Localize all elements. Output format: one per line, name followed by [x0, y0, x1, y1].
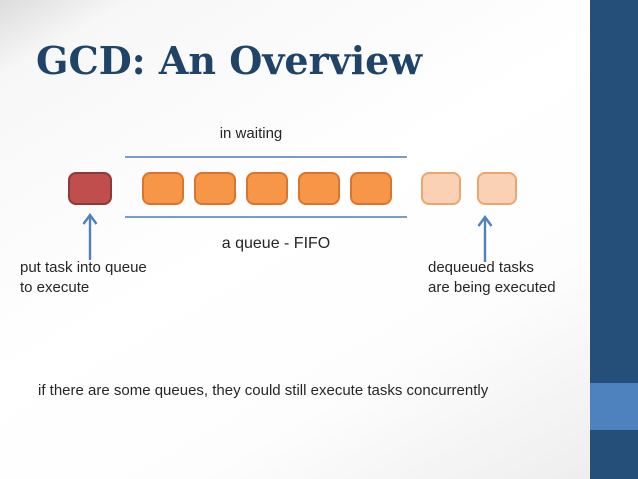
queue-bottom-line: [125, 216, 407, 218]
caption-dequeue: dequeued tasks are being executed: [428, 258, 556, 298]
label-queue-fifo: a queue - FIFO: [221, 235, 331, 252]
task-box-executing: [68, 172, 112, 205]
right-accent-bar-highlight: [590, 383, 638, 430]
right-accent-bar: [590, 0, 638, 479]
task-box-dequeued: [477, 172, 517, 205]
task-box-waiting: [350, 172, 392, 205]
up-arrow-icon: [82, 212, 98, 260]
task-box-waiting: [142, 172, 184, 205]
task-box-waiting: [298, 172, 340, 205]
caption-dequeue-line2: are being executed: [428, 279, 556, 296]
label-in-waiting: in waiting: [219, 125, 283, 142]
queue-top-line: [125, 156, 407, 158]
task-box-dequeued: [421, 172, 461, 205]
caption-dequeue-line1: dequeued tasks: [428, 259, 534, 276]
up-arrow-icon: [477, 214, 493, 262]
waiting-tasks-row: [142, 172, 392, 205]
task-box-waiting: [246, 172, 288, 205]
caption-enqueue: put task into queue to execute: [20, 258, 147, 298]
caption-enqueue-line2: to execute: [20, 279, 90, 296]
dequeued-tasks-row: [421, 172, 517, 205]
caption-concurrency-note: if there are some queues, they could sti…: [38, 382, 489, 399]
task-box-waiting: [194, 172, 236, 205]
caption-enqueue-line1: put task into queue: [20, 259, 147, 276]
slide-title: GCD: An Overview: [36, 38, 423, 83]
